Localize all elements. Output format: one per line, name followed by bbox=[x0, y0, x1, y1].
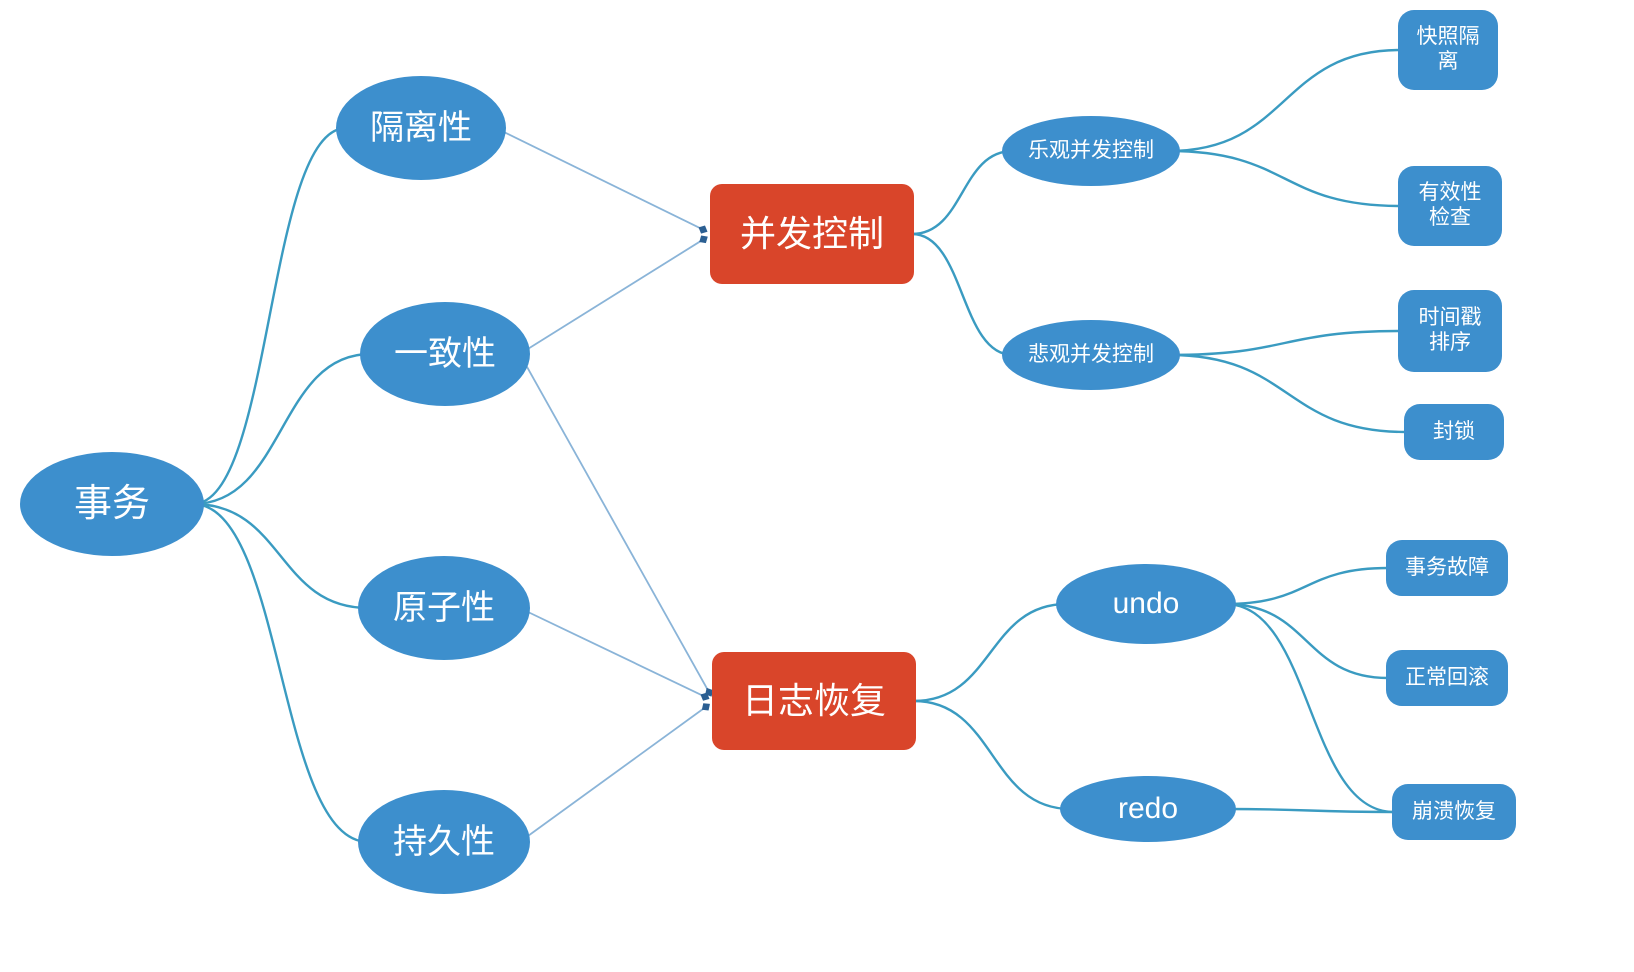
node-txfailure[interactable]: 事务故障 bbox=[1386, 540, 1508, 596]
node-snapshot[interactable]: 快照隔 离 bbox=[1398, 10, 1498, 90]
edge-undo-to-rollback bbox=[1224, 602, 1390, 680]
node-timestamp[interactable]: 时间戳 排序 bbox=[1398, 290, 1502, 372]
edge-logrecovery-to-undo bbox=[912, 602, 1068, 703]
node-pessimistic[interactable]: 悲观并发控制 bbox=[1002, 320, 1180, 390]
edge-concurrency-to-optimistic bbox=[910, 149, 1014, 236]
edge-concurrency-to-pessimistic bbox=[910, 232, 1014, 357]
edge-logrecovery-to-redo bbox=[912, 699, 1072, 811]
edge-consistency-to-logrecovery bbox=[519, 353, 714, 697]
edge-pessimistic-to-locking bbox=[1168, 353, 1408, 434]
edge-optimistic-to-validity bbox=[1168, 149, 1402, 208]
edge-root-to-durability bbox=[191, 502, 370, 844]
node-isolation[interactable]: 隔离性 bbox=[336, 76, 506, 180]
edge-pessimistic-to-timestamp bbox=[1168, 329, 1402, 357]
node-locking[interactable]: 封锁 bbox=[1404, 404, 1504, 460]
node-crash[interactable]: 崩溃恢复 bbox=[1392, 784, 1516, 840]
edge-root-to-atomicity bbox=[191, 502, 370, 610]
node-consistency[interactable]: 一致性 bbox=[360, 302, 530, 406]
node-validity[interactable]: 有效性 检查 bbox=[1398, 166, 1502, 246]
edge-redo-to-crash bbox=[1224, 807, 1396, 814]
node-undo[interactable]: undo bbox=[1056, 564, 1236, 644]
edge-undo-to-crash bbox=[1224, 602, 1396, 814]
edge-consistency-to-concurrency bbox=[519, 235, 708, 355]
edge-atomicity-to-logrecovery bbox=[519, 607, 710, 701]
node-rollback[interactable]: 正常回滚 bbox=[1386, 650, 1508, 706]
node-optimistic[interactable]: 乐观并发控制 bbox=[1002, 116, 1180, 186]
edge-optimistic-to-snapshot bbox=[1168, 48, 1402, 153]
edge-isolation-to-concurrency bbox=[495, 127, 708, 234]
edge-root-to-isolation bbox=[191, 126, 348, 506]
node-atomicity[interactable]: 原子性 bbox=[358, 556, 530, 660]
edge-undo-to-txfailure bbox=[1224, 566, 1390, 606]
edge-durability-to-logrecovery bbox=[519, 703, 710, 843]
node-root[interactable]: 事务 bbox=[20, 452, 204, 556]
curved-connectors bbox=[191, 48, 1408, 844]
edge-root-to-consistency bbox=[191, 352, 372, 506]
node-durability[interactable]: 持久性 bbox=[358, 790, 530, 894]
node-concurrency[interactable]: 并发控制 bbox=[710, 184, 914, 284]
straight-connectors bbox=[495, 127, 714, 843]
node-logrecovery[interactable]: 日志恢复 bbox=[712, 652, 916, 750]
node-redo[interactable]: redo bbox=[1060, 776, 1236, 842]
